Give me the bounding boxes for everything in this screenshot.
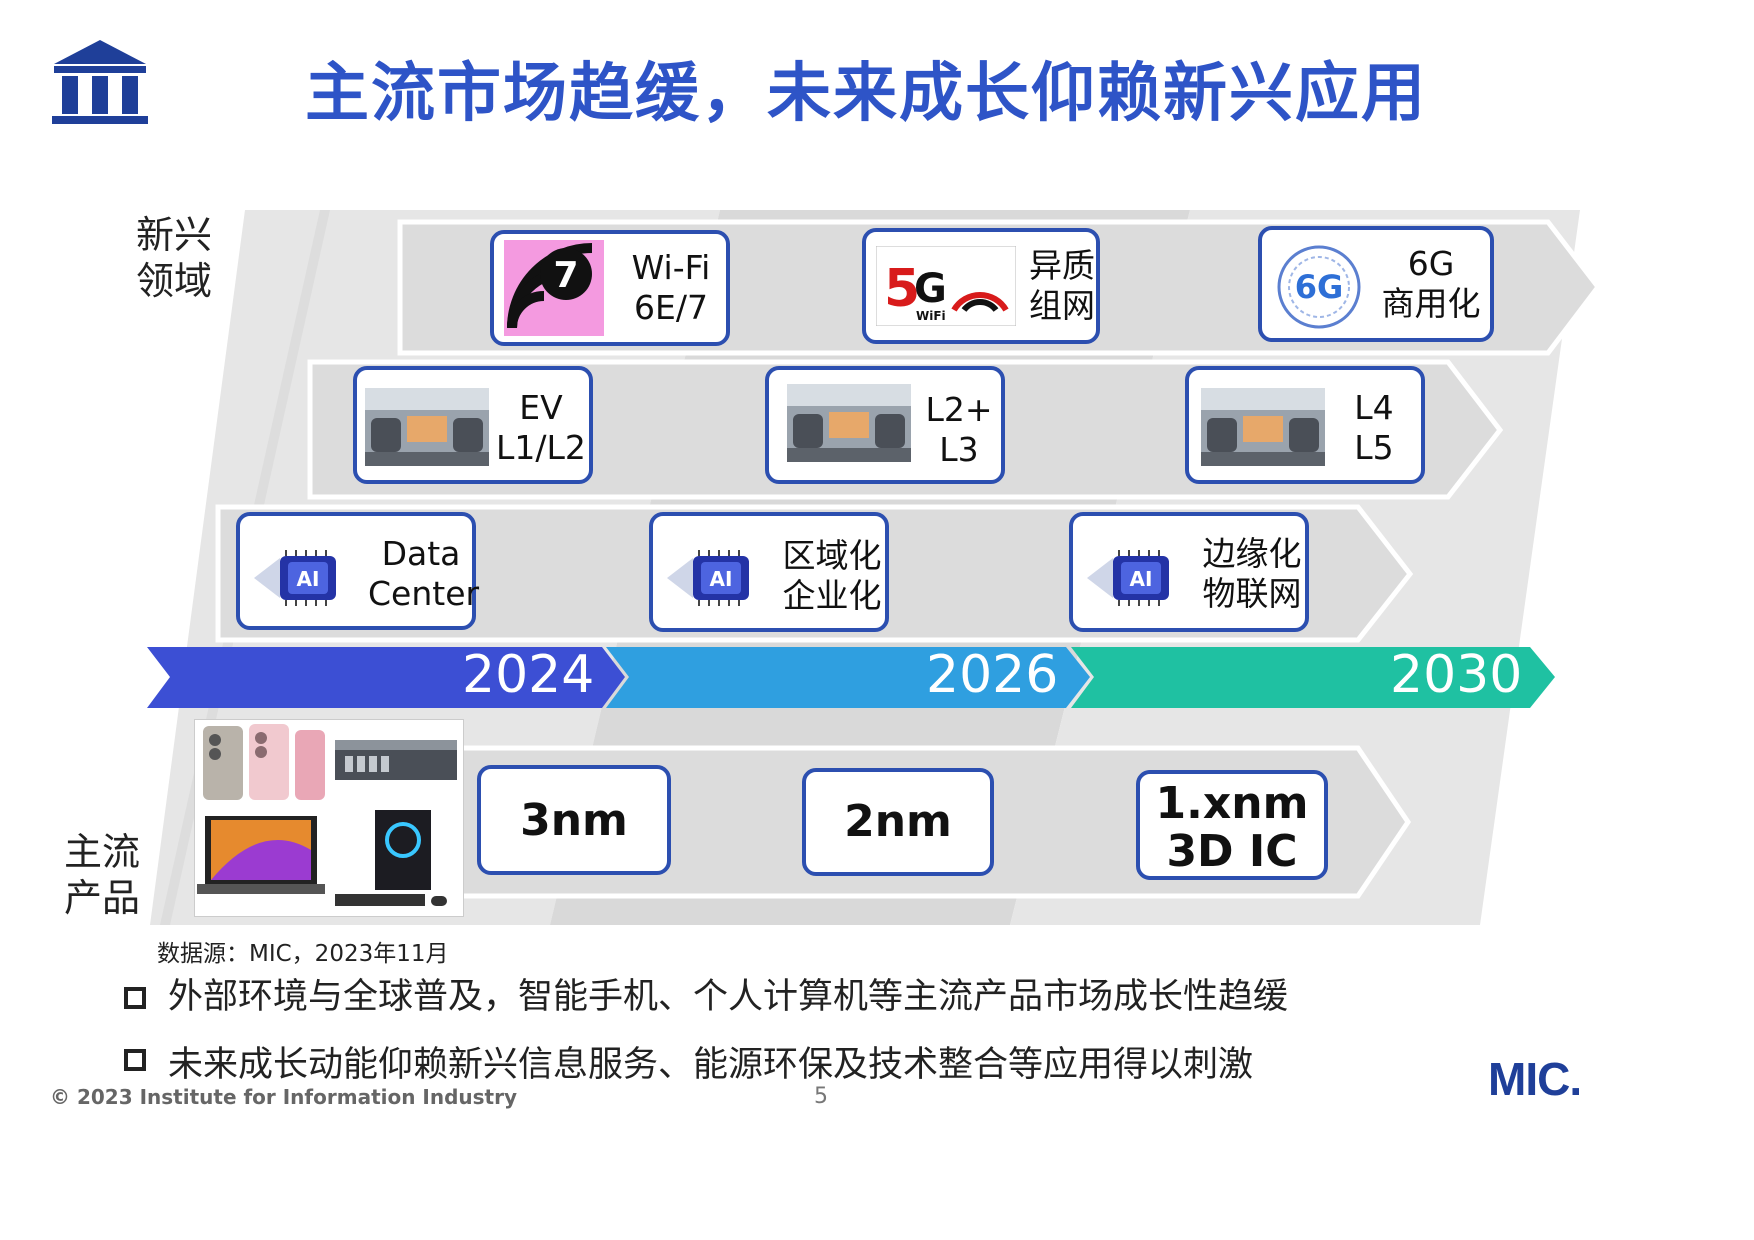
- card-ev-l1l2-text: EV L1/L2: [496, 388, 586, 467]
- ai-chip-icon: AI: [1087, 550, 1169, 606]
- card-6g-text: 6G 商用化: [1381, 244, 1481, 323]
- page-title: 主流市场趋缓，未来成长仰赖新兴应用: [305, 57, 1427, 131]
- car-interior-icon: [1201, 388, 1325, 466]
- card-wifi-text: Wi-Fi 6E/7: [631, 248, 711, 327]
- card-ev-l1l2: EV L1/L2: [353, 366, 593, 484]
- card-hetero-network-text: 异质 组网: [1029, 246, 1095, 325]
- card-l2-l3-text: L2+ L3: [925, 390, 993, 469]
- mic-logo: MIC.: [1488, 1053, 1582, 1105]
- card-wifi: 7 Wi-Fi 6E/7: [490, 230, 730, 346]
- card-l2-l3: L2+ L3: [765, 366, 1005, 484]
- wifi7-icon: 7: [504, 240, 604, 336]
- node-3nm: 3nm: [477, 765, 671, 875]
- card-regional-enterprise-text: 区域化 企业化: [782, 536, 882, 615]
- card-l4-l5: L4 L5: [1185, 366, 1425, 484]
- node-2nm: 2nm: [802, 768, 994, 876]
- bullet-box-icon: [124, 987, 146, 1009]
- category-mainstream: 主流 产品: [64, 830, 141, 920]
- card-edge-iot-text: 边缘化 物联网: [1202, 534, 1302, 613]
- car-interior-icon: [787, 384, 911, 462]
- year-label-2030: 2030: [1390, 645, 1523, 705]
- svg-text:G: G: [914, 266, 947, 312]
- svg-text:5: 5: [884, 259, 920, 319]
- product-photos-icon: [197, 724, 457, 906]
- mainstream-products-collage: [194, 719, 464, 917]
- node-1xnm-3dic: 1.xnm 3D IC: [1136, 770, 1328, 880]
- card-edge-iot: AI 边缘化 物联网: [1069, 512, 1309, 632]
- year-label-2024: 2024: [462, 645, 595, 705]
- 6g-icon: 6G: [1277, 245, 1361, 329]
- data-source: 数据源：MIC，2023年11月: [157, 941, 449, 967]
- svg-text:AI: AI: [710, 567, 733, 591]
- card-data-center: AI Data Center: [236, 512, 480, 630]
- svg-text:6G: 6G: [1295, 268, 1344, 306]
- svg-text:AI: AI: [1130, 567, 1153, 591]
- card-data-center-text: Data Center: [368, 534, 480, 613]
- svg-text:AI: AI: [297, 567, 320, 591]
- svg-text:WiFi: WiFi: [916, 309, 946, 323]
- page-number: 5: [814, 1084, 828, 1109]
- card-regional-enterprise: AI 区域化 企业化: [649, 512, 889, 632]
- card-hetero-network: 5 G WiFi 异质 组网: [862, 228, 1100, 344]
- timeline-2030-arrow: [1071, 647, 1555, 708]
- ai-chip-icon: AI: [667, 550, 749, 606]
- institute-logo-icon: [52, 40, 148, 124]
- bullet-2: 未来成长动能仰赖新兴信息服务、能源环保及技术整合等应用得以刺激: [168, 1045, 1254, 1085]
- year-label-2026: 2026: [926, 645, 1059, 705]
- bullet-1: 外部环境与全球普及，智能手机、个人计算机等主流产品市场成长性趋缓: [168, 977, 1289, 1017]
- timeline-2024-arrow: [147, 647, 625, 708]
- copyright-footer: © 2023 Institute for Information Industr…: [50, 1085, 518, 1109]
- card-l4-l5-text: L4 L5: [1354, 388, 1394, 467]
- card-6g: 6G 6G 商用化: [1258, 226, 1494, 342]
- car-interior-icon: [365, 388, 489, 466]
- timeline-2026-arrow: [606, 647, 1090, 708]
- ai-chip-icon: AI: [254, 550, 336, 606]
- category-emerging: 新兴 领域: [136, 213, 213, 303]
- svg-text:7: 7: [553, 255, 578, 296]
- 5g-wifi-icon: 5 G WiFi: [876, 246, 1016, 326]
- bullet-box-icon: [124, 1049, 146, 1071]
